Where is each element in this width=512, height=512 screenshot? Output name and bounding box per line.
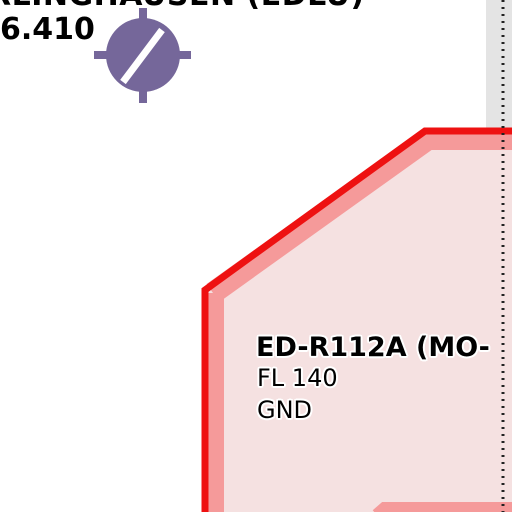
restricted-area-border (201, 127, 512, 512)
restricted-area-upper-limit: FL 140 (257, 364, 338, 392)
restricted-area-fill (205, 131, 512, 512)
restricted-area-inner-band (202, 128, 512, 512)
aerodrome-name: RLINGHAUSEN (EDLU) (0, 0, 365, 13)
airfield-runway (120, 27, 165, 85)
aerodrome-frequency: 6.410 (0, 12, 95, 47)
restricted-area-ed-r112a[interactable] (201, 127, 512, 512)
adjacent-area-edge (372, 502, 512, 512)
restricted-area-name: ED-R112A (MO- (256, 332, 490, 363)
restricted-area-lower-limit: GND (257, 396, 313, 424)
airfield-symbol-icon[interactable] (94, 8, 191, 103)
